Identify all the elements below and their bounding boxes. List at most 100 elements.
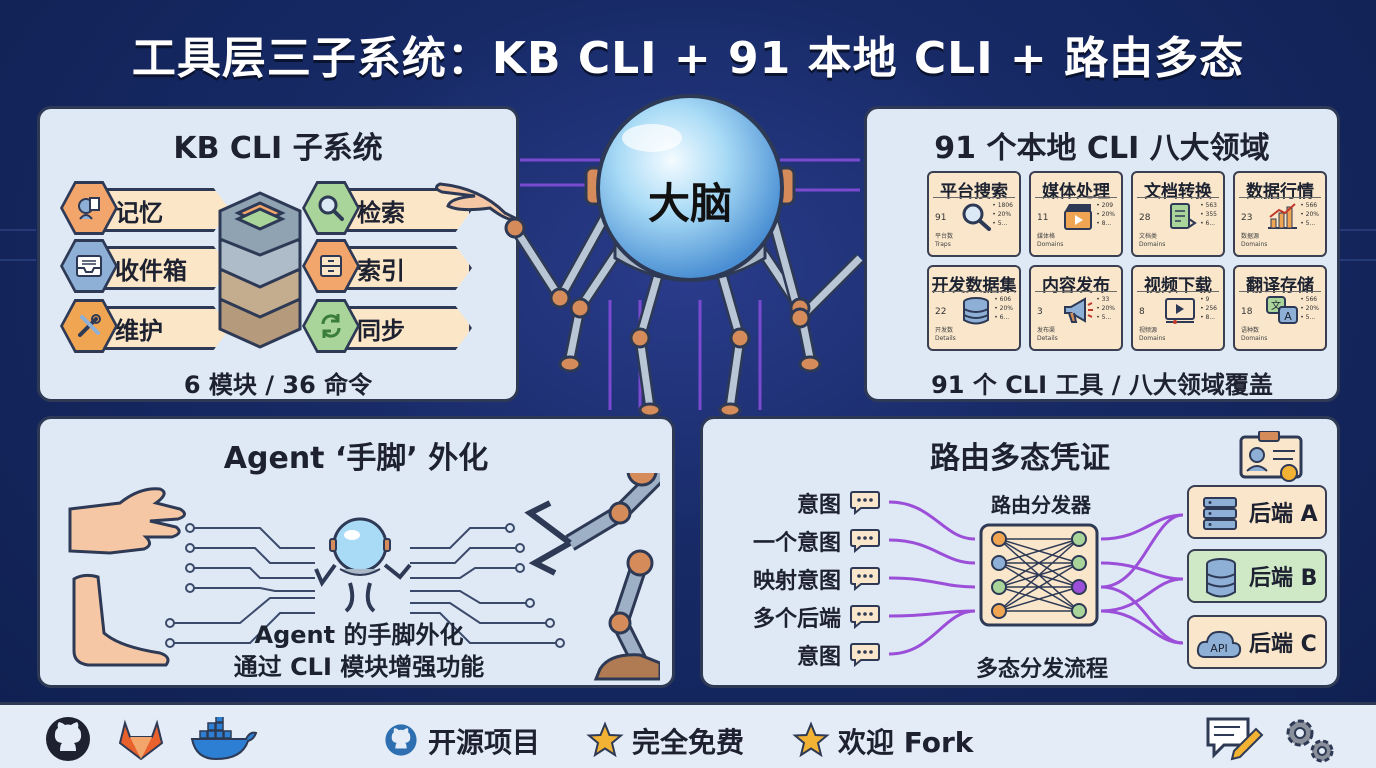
kb-item-label: 索引 bbox=[336, 246, 472, 290]
card-meta-line: • 5... bbox=[1300, 220, 1316, 227]
route-panel-title: 路由多态凭证 bbox=[930, 441, 1110, 476]
card-meta-line: • 355 bbox=[1200, 211, 1217, 218]
github-icon bbox=[385, 724, 417, 756]
gears-icon[interactable] bbox=[1280, 713, 1338, 767]
local-cli-panel-title: 91 个本地 CLI 八大领域 bbox=[934, 131, 1270, 166]
card-sub-line: 语种数 bbox=[1241, 327, 1260, 334]
card-sub-line: Details bbox=[935, 335, 956, 342]
page-title: 工具层三子系统：KB CLI + 91 本地 CLI + 路由多态 bbox=[131, 33, 1245, 84]
magnifier-icon bbox=[305, 184, 357, 232]
backend-flow-line bbox=[1100, 577, 1184, 613]
backend-flow-line bbox=[1100, 585, 1184, 645]
card-meta-line: • 566 bbox=[1300, 202, 1318, 209]
card-divider bbox=[933, 197, 1015, 198]
card-sub-line: 媒体格 bbox=[1037, 233, 1056, 240]
kb-item-index[interactable]: 索引 bbox=[302, 239, 482, 293]
card-meta: • 33• 20%• 5... bbox=[1096, 295, 1115, 322]
api-badge: API bbox=[1210, 642, 1227, 655]
kb-item-memory[interactable]: 记忆 bbox=[60, 181, 240, 235]
card-meta: • 566• 20%• 5... bbox=[1300, 295, 1319, 322]
intent-label: 意图 bbox=[796, 493, 841, 518]
card-meta-line: • 256 bbox=[1200, 305, 1217, 312]
chat-edit-icon[interactable] bbox=[1204, 715, 1264, 763]
wrench-screwdriver-icon bbox=[63, 302, 115, 350]
backend-c[interactable]: API 后端 C bbox=[1187, 615, 1327, 669]
kb-item-sync[interactable]: 同步 bbox=[302, 299, 482, 353]
intent-flow-line bbox=[888, 500, 976, 541]
card-divider bbox=[1239, 291, 1321, 292]
agent-caption-line1: Agent 的手脚外化 bbox=[254, 621, 464, 649]
card-title: 翻译存储 bbox=[1246, 276, 1314, 296]
chat-bubble-icon bbox=[850, 529, 880, 553]
dispatch-flow bbox=[888, 500, 1184, 656]
kb-item-maintain[interactable]: 维护 bbox=[60, 299, 240, 353]
intent-label: 多个后端 bbox=[752, 607, 841, 632]
translate-icon: 文A bbox=[1266, 296, 1298, 324]
video-clapper-icon bbox=[1064, 204, 1092, 230]
human-hand-icon bbox=[68, 487, 186, 555]
card-meta-line: • 20% bbox=[1096, 305, 1115, 312]
kb-item-inbox[interactable]: 收件箱 bbox=[60, 239, 240, 293]
card-meta-line: • 5... bbox=[1096, 314, 1112, 321]
card-sub-line: 开发数 bbox=[935, 327, 954, 334]
robot-leg-icon bbox=[593, 549, 660, 681]
card-divider bbox=[1137, 197, 1219, 198]
card-sub-line: 发布渠 bbox=[1037, 327, 1056, 334]
backend-a[interactable]: 后端 A bbox=[1187, 485, 1327, 539]
card-sub-line: Domains bbox=[1241, 335, 1268, 342]
chat-bubble-icon bbox=[850, 491, 880, 515]
intent-label: 映射意图 bbox=[752, 569, 841, 594]
intent-label: 意图 bbox=[796, 645, 841, 670]
dispatcher-label: 路由分发器 bbox=[991, 493, 1091, 517]
database-icon bbox=[1206, 558, 1236, 598]
card-sub-line: 数据源 bbox=[1241, 233, 1260, 240]
card-meta-line: • 20% bbox=[1300, 211, 1319, 218]
file-cabinet-icon bbox=[305, 242, 357, 290]
card-sub-line: 文档类 bbox=[1139, 233, 1158, 240]
star-icon bbox=[792, 721, 830, 758]
github-icon[interactable] bbox=[44, 715, 92, 763]
card-meta-line: • 8... bbox=[1096, 220, 1112, 227]
card-meta-line: • 6... bbox=[994, 314, 1010, 321]
docker-icon[interactable] bbox=[190, 717, 258, 763]
card-sub-line: Details bbox=[1037, 335, 1058, 342]
bar-chart-icon bbox=[1268, 203, 1297, 229]
card-divider bbox=[933, 291, 1015, 292]
footer-fork: 欢迎 Fork bbox=[838, 726, 974, 759]
intent-flow-line bbox=[888, 576, 976, 589]
kb-item-label: 收件箱 bbox=[94, 246, 230, 290]
kb-item-search[interactable]: 检索 bbox=[302, 181, 482, 235]
intent-flow-line bbox=[888, 538, 976, 565]
card-sub-line: 平台数 bbox=[935, 233, 954, 240]
backend-b[interactable]: 后端 B bbox=[1187, 549, 1327, 603]
card-sub-line: Traps bbox=[935, 241, 951, 248]
gitlab-icon[interactable] bbox=[116, 715, 166, 763]
card-meta-line: • 8... bbox=[1200, 314, 1216, 321]
card-meta-line: • 9 bbox=[1200, 296, 1210, 303]
footer-open-source: 开源项目 bbox=[428, 726, 541, 759]
server-rack-icon bbox=[1203, 497, 1237, 530]
api-cloud-icon: API bbox=[1196, 630, 1242, 658]
backend-flow-line bbox=[1100, 513, 1184, 589]
human-foot-icon bbox=[72, 573, 170, 667]
footer-free: 完全免费 bbox=[632, 726, 745, 759]
card-title: 平台搜索 bbox=[940, 182, 1008, 202]
card-count: 28 bbox=[1139, 213, 1151, 223]
card-meta-line: • 1806 bbox=[992, 202, 1013, 209]
sync-arrows-icon bbox=[305, 302, 357, 350]
card-meta-line: • 5... bbox=[1300, 314, 1316, 321]
card-divider bbox=[1035, 197, 1117, 198]
chat-bubble-icon bbox=[850, 567, 880, 591]
backend-flow-line bbox=[1100, 561, 1184, 581]
